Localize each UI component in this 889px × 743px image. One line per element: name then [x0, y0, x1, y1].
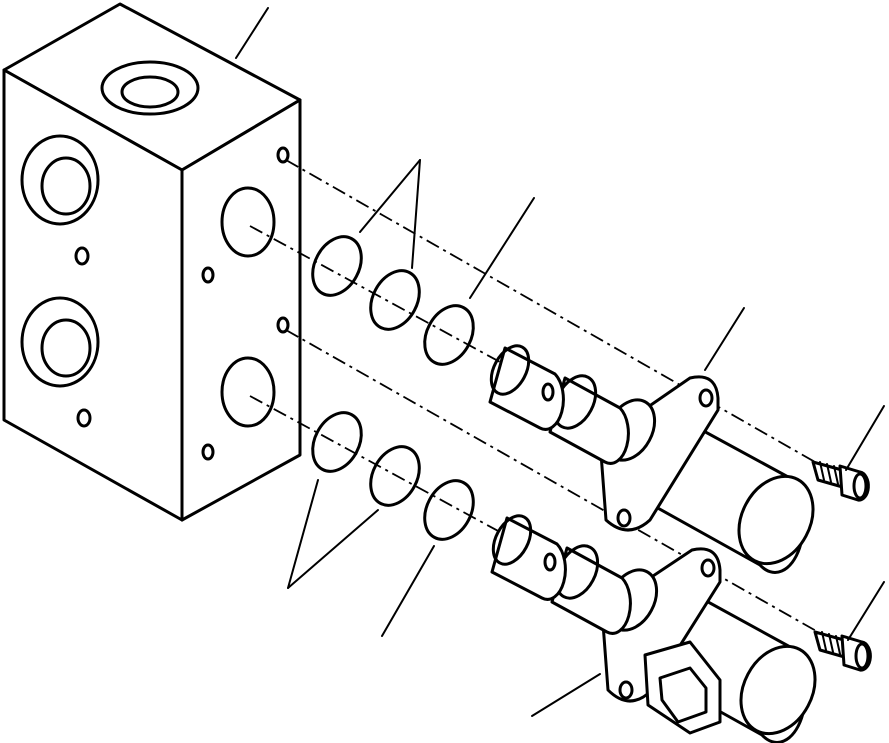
lower-screw-thread-3	[835, 635, 841, 655]
left-hole-lower	[76, 408, 92, 428]
center-line-lower-bolt	[285, 329, 819, 633]
o-ring-upper-1	[311, 235, 363, 297]
cap-screw-lower	[813, 630, 872, 672]
o-ring-upper-2	[369, 269, 421, 331]
leader-o-rings-upper-b	[411, 159, 421, 269]
mount-hole-2	[201, 266, 215, 284]
mount-hole-1	[276, 146, 290, 164]
lower-spool-end	[491, 514, 533, 566]
lower-coil-cap	[739, 644, 817, 736]
o-rings-upper	[311, 235, 475, 366]
lower-spool-mid	[550, 546, 632, 635]
left-port-upper-outer	[20, 134, 100, 226]
leader-screw-lower	[847, 581, 885, 641]
lower-screw-thread-2	[828, 633, 834, 653]
o-ring-lower-2	[369, 445, 421, 507]
upper-flange-hole-bottom	[616, 508, 632, 528]
o-ring-lower-3	[423, 479, 475, 541]
center-line-upper-bolt	[285, 159, 816, 463]
o-ring-upper-3	[423, 304, 475, 366]
o-ring-lower-1	[311, 411, 363, 473]
leader-solenoid-upper	[704, 307, 745, 371]
mount-hole-4	[201, 443, 215, 461]
solenoid-valve-lower	[490, 514, 817, 743]
leader-lines	[235, 7, 885, 717]
leader-o-rings-lower-b	[287, 509, 379, 589]
valve-block	[2, 2, 302, 522]
leader-o-rings-lower-a	[287, 479, 319, 589]
right-bore-upper	[220, 186, 276, 258]
upper-screw-thread-3	[833, 465, 839, 485]
upper-flange-hole-top	[698, 388, 714, 408]
lower-spool-tip	[490, 516, 567, 601]
upper-spool-port	[541, 382, 555, 402]
leader-o-ring-lower-3	[381, 545, 435, 637]
leader-solenoid-lower	[531, 673, 601, 717]
top-port-thread	[120, 75, 180, 109]
upper-spool-tip	[488, 346, 565, 431]
lower-flange	[600, 547, 722, 703]
right-bore-lower	[220, 356, 276, 428]
solenoid-valve-upper	[488, 344, 815, 574]
mount-hole-3	[276, 316, 290, 334]
leader-o-rings-upper-a	[359, 159, 421, 233]
leader-screw-upper	[845, 405, 885, 471]
leader-o-ring-upper-3	[469, 197, 535, 299]
upper-spool-mid	[548, 376, 630, 465]
lower-flange-hole-top	[700, 558, 716, 578]
lower-screw-thread-1	[821, 631, 827, 651]
upper-screw-thread-2	[826, 463, 832, 483]
lower-spool-port	[543, 552, 557, 572]
o-rings-lower	[311, 411, 475, 541]
cap-screw-upper	[811, 460, 870, 502]
left-port-lower-thread	[40, 318, 92, 378]
upper-screw-thread-1	[819, 461, 825, 481]
lower-screw-head-face	[854, 642, 870, 670]
lower-flange-hole-bottom	[618, 680, 634, 700]
upper-screw-head-face	[852, 472, 868, 500]
leader-valve-block	[235, 7, 269, 59]
upper-flange	[598, 375, 720, 532]
top-port-outer	[100, 60, 200, 116]
upper-spool-end	[489, 344, 531, 396]
left-hole-upper	[74, 246, 90, 266]
upper-coil-cap	[737, 474, 815, 566]
left-port-lower-outer	[20, 296, 100, 388]
left-port-upper-thread	[40, 156, 92, 216]
lower-connector-socket	[658, 666, 708, 724]
